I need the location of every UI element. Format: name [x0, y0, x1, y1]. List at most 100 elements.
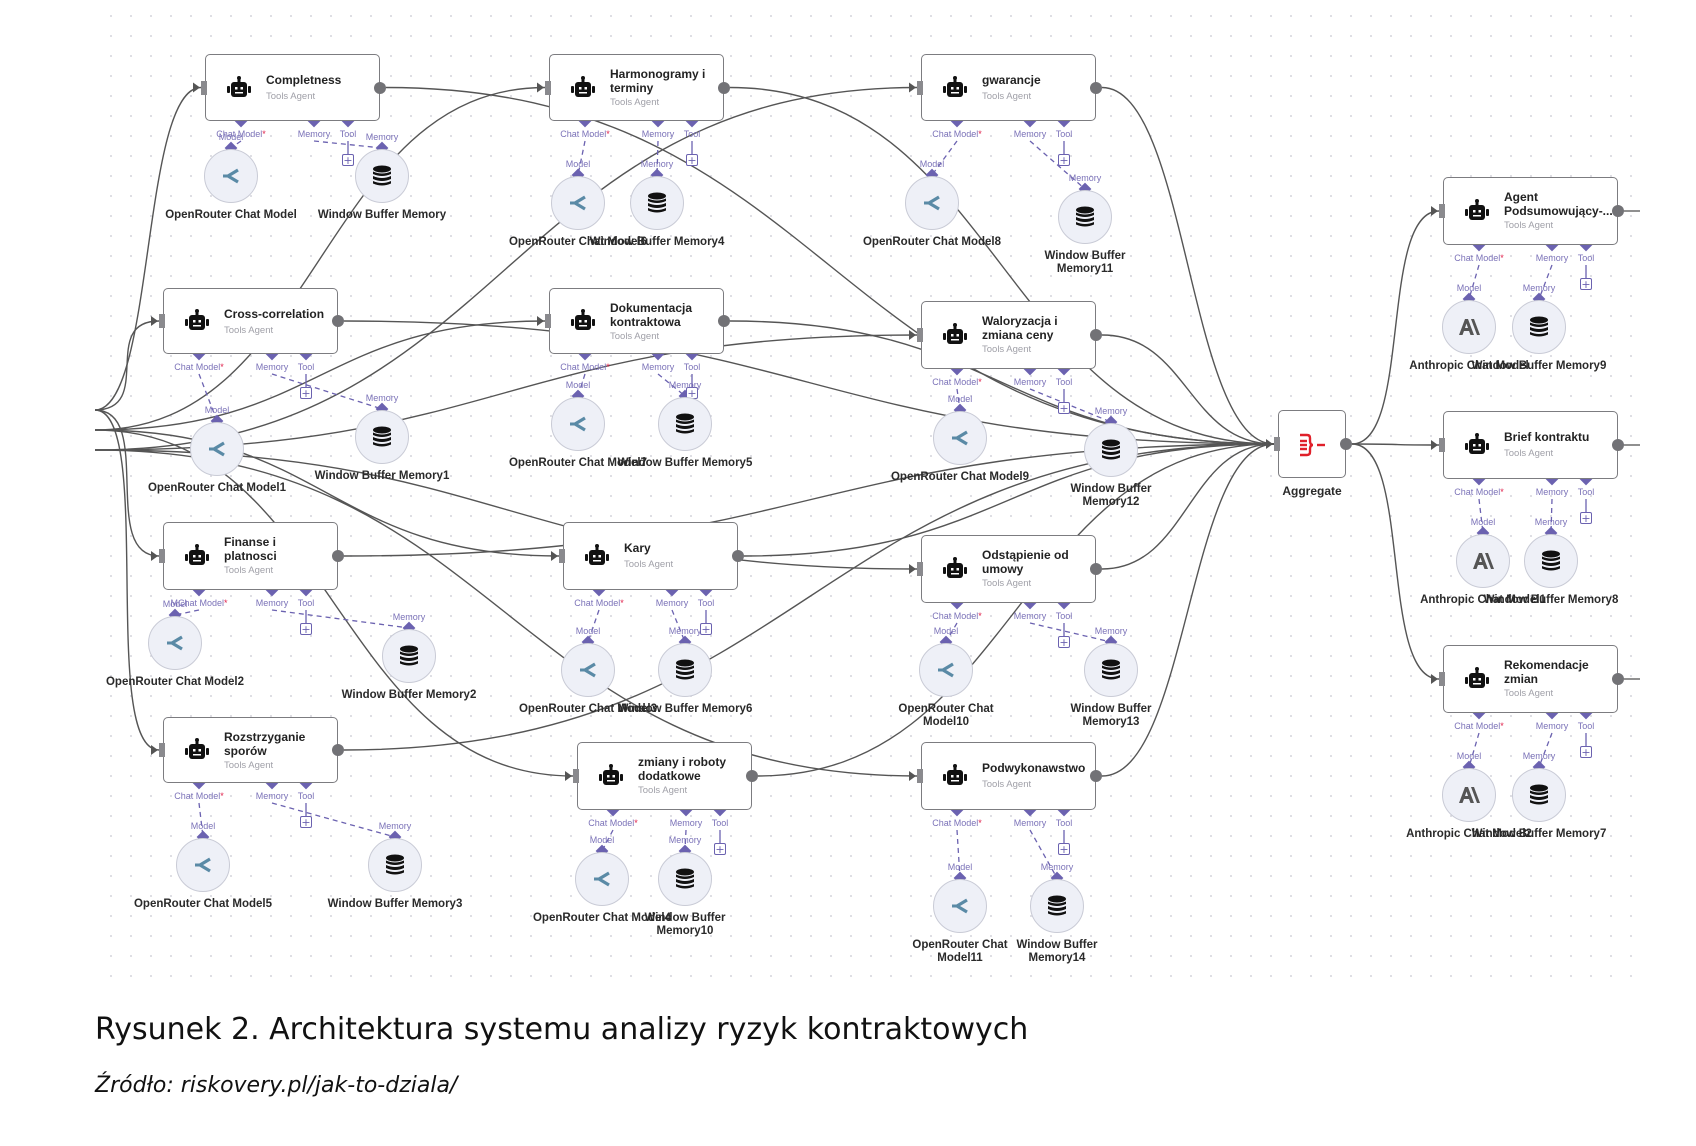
add-tool-button[interactable]: +	[1058, 154, 1070, 167]
window-buffer-memory-node[interactable]	[382, 629, 436, 683]
openrouter-chat-model-node[interactable]	[176, 838, 230, 892]
memory-label: Memory	[655, 598, 689, 608]
output-port[interactable]	[1090, 563, 1102, 575]
window-buffer-memory-node[interactable]	[658, 643, 712, 697]
window-buffer-memory-node[interactable]	[658, 397, 712, 451]
input-port[interactable]	[917, 769, 923, 783]
agent-node-podsumowujacy[interactable]: Agent Podsumowujący-...Tools Agent	[1439, 177, 1624, 245]
window-buffer-memory-node[interactable]	[1512, 768, 1566, 822]
add-tool-button[interactable]: +	[342, 154, 354, 167]
window-buffer-memory-node[interactable]	[1084, 423, 1138, 477]
output-port[interactable]	[1090, 329, 1102, 341]
anthropic-chat-model-node[interactable]	[1442, 768, 1496, 822]
window-buffer-memory-node[interactable]	[658, 852, 712, 906]
output-port[interactable]	[374, 81, 386, 94]
add-tool-button[interactable]: +	[1580, 512, 1592, 525]
openrouter-chat-model-node[interactable]	[190, 422, 244, 476]
input-port[interactable]	[573, 769, 579, 783]
add-tool-button[interactable]: +	[686, 387, 698, 400]
openrouter-chat-model-node[interactable]	[905, 176, 959, 230]
add-tool-button[interactable]: +	[1058, 843, 1070, 856]
window-buffer-memory-node[interactable]	[1512, 300, 1566, 354]
input-port[interactable]	[1439, 672, 1445, 686]
input-port[interactable]	[1439, 204, 1445, 218]
window-buffer-memory-node[interactable]	[1524, 534, 1578, 588]
openrouter-chat-model-node[interactable]	[933, 411, 987, 465]
output-port[interactable]	[1090, 770, 1102, 782]
chat-model-label: Chat Model*	[560, 362, 610, 372]
openrouter-chat-model-node[interactable]	[551, 397, 605, 451]
input-port[interactable]	[917, 328, 923, 342]
add-tool-button[interactable]: +	[1058, 636, 1070, 649]
add-tool-button[interactable]: +	[300, 387, 312, 400]
add-tool-button[interactable]: +	[300, 816, 312, 829]
output-port[interactable]	[1612, 673, 1624, 685]
memory-node-label: Window Buffer Memory11	[1044, 250, 1126, 275]
input-port[interactable]	[545, 80, 551, 95]
output-port[interactable]	[1612, 439, 1624, 451]
output-port[interactable]	[1340, 438, 1352, 450]
add-tool-button[interactable]: +	[686, 154, 698, 167]
window-buffer-memory-node[interactable]	[368, 838, 422, 892]
window-buffer-memory-node[interactable]	[1058, 190, 1112, 244]
add-tool-button[interactable]: +	[714, 843, 726, 856]
add-tool-button[interactable]: +	[300, 623, 312, 636]
input-port[interactable]	[159, 314, 165, 328]
input-port[interactable]	[545, 314, 551, 328]
output-port[interactable]	[718, 81, 730, 94]
anthropic-chat-model-node[interactable]	[1442, 300, 1496, 354]
window-buffer-memory-node[interactable]	[1084, 643, 1138, 697]
anthropic-chat-model-node[interactable]	[1456, 534, 1510, 588]
window-buffer-memory-node[interactable]	[355, 149, 409, 203]
robot-icon	[227, 75, 251, 97]
openrouter-chat-model-node[interactable]	[919, 643, 973, 697]
openrouter-chat-model-node[interactable]	[933, 879, 987, 933]
output-port[interactable]	[718, 315, 730, 327]
input-port[interactable]	[559, 549, 565, 563]
openrouter-chat-model-node[interactable]	[148, 616, 202, 670]
openrouter-icon	[223, 168, 239, 184]
output-port[interactable]	[332, 550, 344, 562]
add-tool-button[interactable]: +	[1058, 402, 1070, 415]
input-port[interactable]	[1439, 438, 1445, 452]
input-port[interactable]	[159, 743, 165, 757]
output-port[interactable]	[332, 744, 344, 756]
window-buffer-memory-node[interactable]	[1030, 879, 1084, 933]
input-port[interactable]	[1274, 437, 1280, 451]
output-port[interactable]	[746, 770, 758, 782]
output-port[interactable]	[732, 550, 744, 562]
input-port[interactable]	[917, 562, 923, 576]
openrouter-chat-model-node[interactable]	[575, 852, 629, 906]
model-label: Model	[565, 159, 591, 169]
output-port[interactable]	[1090, 81, 1102, 94]
openrouter-chat-model-node[interactable]	[551, 176, 605, 230]
input-port[interactable]	[201, 80, 207, 95]
add-tool-button[interactable]: +	[1580, 746, 1592, 759]
output-port[interactable]	[332, 315, 344, 327]
openrouter-chat-model-node[interactable]	[204, 149, 258, 203]
input-port[interactable]	[917, 80, 923, 95]
aggregate-node[interactable]	[1274, 410, 1352, 478]
add-tool-button[interactable]: +	[1580, 278, 1592, 291]
window-buffer-memory-node[interactable]	[630, 176, 684, 230]
openrouter-chat-model-node[interactable]	[561, 643, 615, 697]
output-port[interactable]	[1612, 205, 1624, 217]
chat-model-label: Chat Model*	[932, 129, 982, 139]
input-port[interactable]	[159, 549, 165, 563]
add-tool-button[interactable]: +	[700, 623, 712, 636]
window-buffer-memory-node[interactable]	[355, 410, 409, 464]
